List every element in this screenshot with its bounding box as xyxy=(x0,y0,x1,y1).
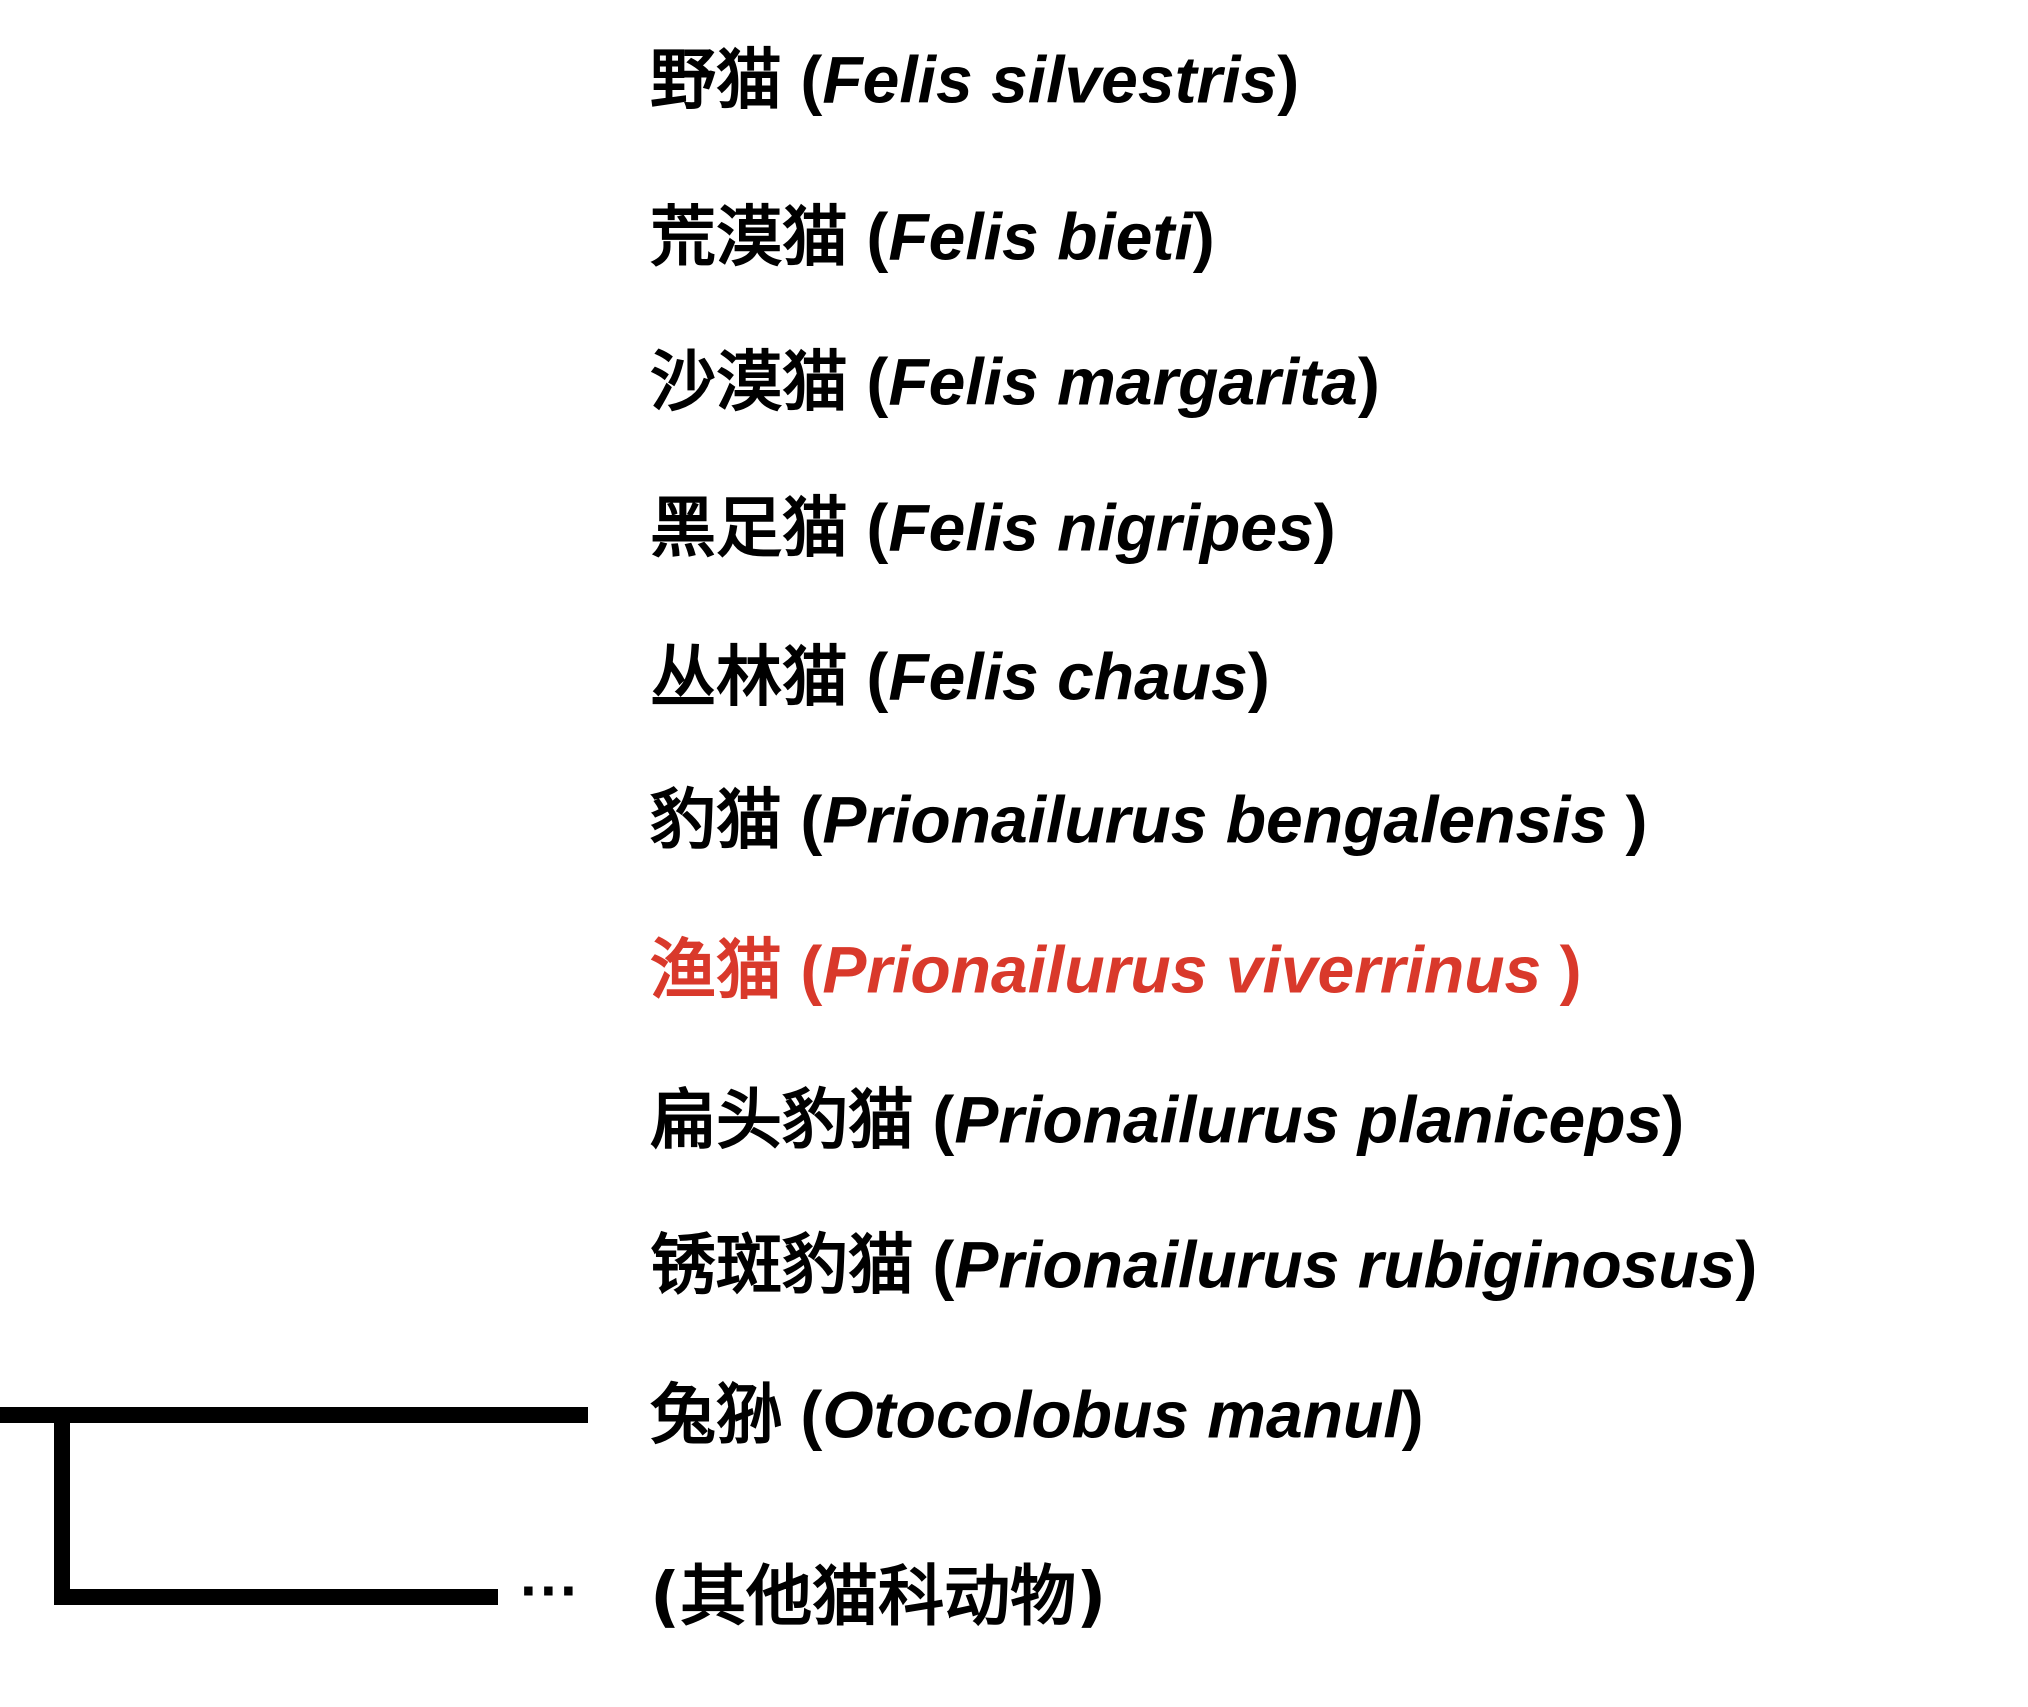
close-paren: ) xyxy=(1357,344,1380,419)
open-paren: ( xyxy=(782,782,823,857)
close-paren: ) xyxy=(1313,490,1336,565)
taxon-label-t8: 锈斑豹猫 (Prionailurus rubiginosus) xyxy=(650,1232,1757,1299)
scientific-name: Felis silvestris xyxy=(822,42,1278,117)
open-paren: ( xyxy=(914,1082,955,1157)
open-paren: ( xyxy=(848,344,889,419)
close-paren: ) xyxy=(1559,932,1582,1007)
taxon-label-t5: 豹猫 (Prionailurus bengalensis ) xyxy=(650,787,1648,854)
open-paren: ( xyxy=(848,199,889,274)
common-name: 沙漠猫 xyxy=(650,343,848,421)
taxon-label-t4: 丛林猫 (Felis chaus) xyxy=(650,644,1270,711)
scientific-name: Prionailurus viverrinus xyxy=(822,932,1560,1007)
common-name: 野猫 xyxy=(650,41,782,119)
common-name: 锈斑豹猫 xyxy=(650,1226,914,1304)
scientific-name: Felis margarita xyxy=(888,344,1358,419)
open-paren: ( xyxy=(914,1227,955,1302)
taxon-label-t7: 扁头豹猫 (Prionailurus planiceps) xyxy=(650,1087,1684,1154)
scientific-name: Felis chaus xyxy=(888,639,1248,714)
open-paren: ( xyxy=(782,1377,823,1452)
close-paren: ) xyxy=(1247,639,1270,714)
taxon-label-t0: 野猫 (Felis silvestris) xyxy=(650,47,1299,114)
common-name: 丛林猫 xyxy=(650,638,848,716)
taxon-label-t3: 黑足猫 (Felis nigripes) xyxy=(650,495,1336,562)
taxon-label-t10: (其他猫科动物) xyxy=(650,1564,1106,1630)
taxon-label-t2: 沙漠猫 (Felis margarita) xyxy=(650,349,1380,416)
scientific-name: Felis nigripes xyxy=(888,490,1314,565)
open-paren: ( xyxy=(848,639,889,714)
common-name: 扁头豹猫 xyxy=(650,1081,914,1159)
open-paren: ( xyxy=(848,490,889,565)
ellipsis-marker: ··· xyxy=(520,1557,580,1624)
close-paren: ) xyxy=(1735,1227,1758,1302)
scientific-name: Felis bieti xyxy=(888,199,1193,274)
common-name: 兔狲 xyxy=(650,1376,782,1454)
scientific-name: Otocolobus manul xyxy=(822,1377,1402,1452)
common-name: 渔猫 xyxy=(650,931,782,1009)
close-paren: ) xyxy=(1662,1082,1685,1157)
open-paren: ( xyxy=(782,42,823,117)
taxon-group-label: (其他猫科动物) xyxy=(650,1558,1107,1635)
common-name: 黑足猫 xyxy=(650,489,848,567)
common-name: 豹猫 xyxy=(650,781,782,859)
taxon-label-t9: 兔狲 (Otocolobus manul) xyxy=(650,1382,1424,1449)
scientific-name: Prionailurus planiceps xyxy=(954,1082,1663,1157)
close-paren: ) xyxy=(1192,199,1215,274)
close-paren: ) xyxy=(1625,782,1648,857)
scientific-name: Prionailurus bengalensis xyxy=(822,782,1626,857)
close-paren: ) xyxy=(1277,42,1300,117)
scientific-name: Prionailurus rubiginosus xyxy=(954,1227,1736,1302)
open-paren: ( xyxy=(782,932,823,1007)
close-paren: ) xyxy=(1401,1377,1424,1452)
taxon-label-t1: 荒漠猫 (Felis bieti) xyxy=(650,204,1215,271)
common-name: 荒漠猫 xyxy=(650,198,848,276)
taxon-label-t6: 渔猫 (Prionailurus viverrinus ) xyxy=(650,937,1582,1004)
